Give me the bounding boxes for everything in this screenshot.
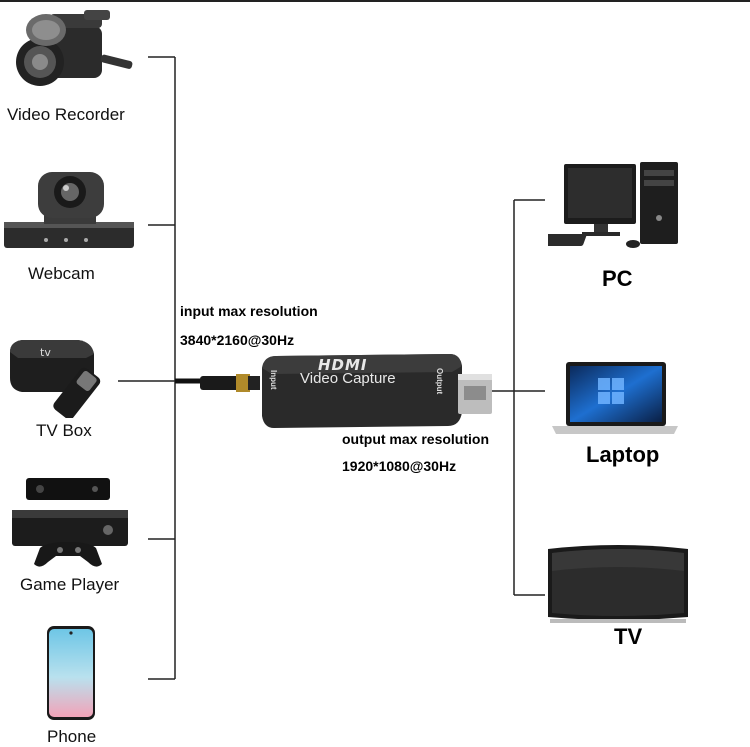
laptop-label: Laptop xyxy=(586,442,660,467)
tv-box-label: TV Box xyxy=(36,421,92,440)
tv-label: TV xyxy=(614,624,643,649)
input-spec-title: input max resolution xyxy=(180,303,318,319)
device-name: Video Capture xyxy=(300,370,396,387)
output-spec-title: output max resolution xyxy=(342,431,489,447)
pc-label: PC xyxy=(602,266,633,291)
device-brand-logo: HDMI xyxy=(318,356,368,374)
tv-box-icon: tv xyxy=(6,332,136,420)
webcam-icon xyxy=(4,164,136,256)
device-output-port-label: Output xyxy=(435,368,444,395)
device-input-port-label: Input xyxy=(269,370,278,390)
input-spec-value: 3840*2160@30Hz xyxy=(180,332,295,348)
video-recorder-icon xyxy=(10,6,135,98)
tv-icon xyxy=(546,545,690,625)
output-spec-value: 1920*1080@30Hz xyxy=(342,458,457,474)
webcam-label: Webcam xyxy=(28,264,95,283)
top-border xyxy=(0,0,750,2)
desktop-pc-icon xyxy=(517,160,680,252)
video-recorder-label: Video Recorder xyxy=(7,105,125,124)
svg-text:tv: tv xyxy=(40,346,51,359)
phone-label: Phone xyxy=(47,727,97,746)
laptop-icon xyxy=(550,360,680,436)
phone-icon xyxy=(46,625,96,721)
hdmi-capture-device: HDMI Video Capture Input Output xyxy=(200,350,496,430)
game-console-icon xyxy=(10,474,130,570)
game-player-label: Game Player xyxy=(20,575,120,594)
